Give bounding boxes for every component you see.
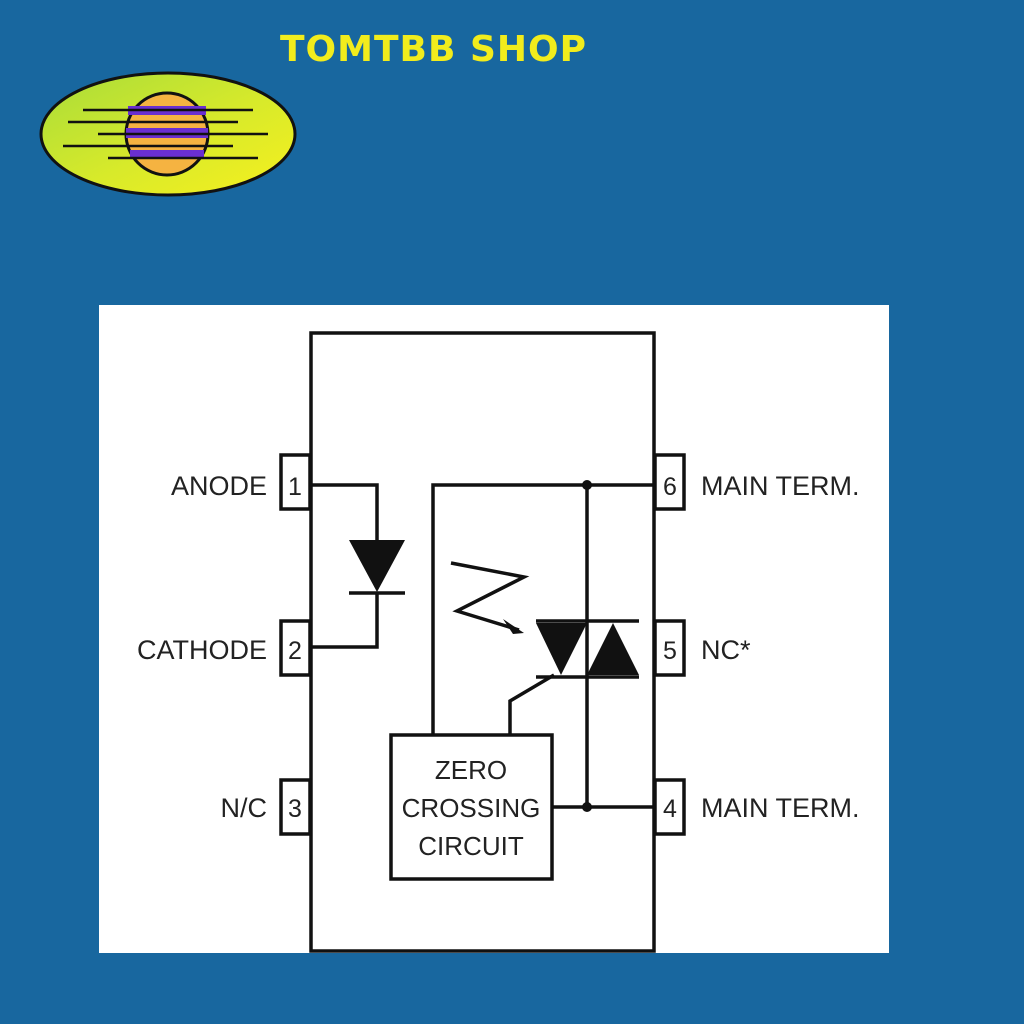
pin-4-number: 4 xyxy=(663,795,677,823)
zero-crossing-line-3: CIRCUIT xyxy=(418,831,524,861)
pin-6-box xyxy=(653,453,686,511)
pin-5-box xyxy=(653,619,686,677)
zero-crossing-box xyxy=(389,733,554,881)
top-wire xyxy=(431,483,655,735)
triac-left xyxy=(536,623,587,675)
shop-title: TOMTBB SHOP xyxy=(280,29,587,70)
junction-bottom xyxy=(582,802,592,812)
pin-3-box xyxy=(279,778,312,836)
pin-4-box xyxy=(653,778,686,836)
shop-logo xyxy=(39,71,297,197)
pin-4-label: MAIN TERM. xyxy=(701,793,860,823)
pin-2-box xyxy=(279,619,312,677)
pin-6-number: 6 xyxy=(663,473,677,501)
light-arrowhead xyxy=(503,619,524,634)
pin-1-number: 1 xyxy=(288,473,302,501)
junction-top xyxy=(582,480,592,490)
led-wire-anode xyxy=(311,483,379,540)
triac-right xyxy=(587,623,639,675)
diagram-panel: ANODE 1 CATHODE 2 N/C 3 4 MAIN TERM. 5 N… xyxy=(99,305,889,953)
pin-6-label: MAIN TERM. xyxy=(701,471,860,501)
pin-2-number: 2 xyxy=(288,637,302,665)
pin-3-number: 3 xyxy=(288,795,302,823)
pin-2-label: CATHODE xyxy=(137,635,267,665)
pin-3-label: N/C xyxy=(221,793,268,823)
gate-wire xyxy=(508,673,555,735)
zero-crossing-line-1: ZERO xyxy=(435,755,507,785)
pin-5-label: NC* xyxy=(701,635,751,665)
optocoupler-schematic: ANODE 1 CATHODE 2 N/C 3 4 MAIN TERM. 5 N… xyxy=(137,331,860,953)
led-diode xyxy=(349,540,405,592)
led-wire-cathode xyxy=(311,592,379,649)
pin-1-box xyxy=(279,453,312,511)
light-arrow xyxy=(450,561,530,632)
pin-1-label: ANODE xyxy=(171,471,267,501)
zero-crossing-line-2: CROSSING xyxy=(402,793,541,823)
pin-5-number: 5 xyxy=(663,637,677,665)
